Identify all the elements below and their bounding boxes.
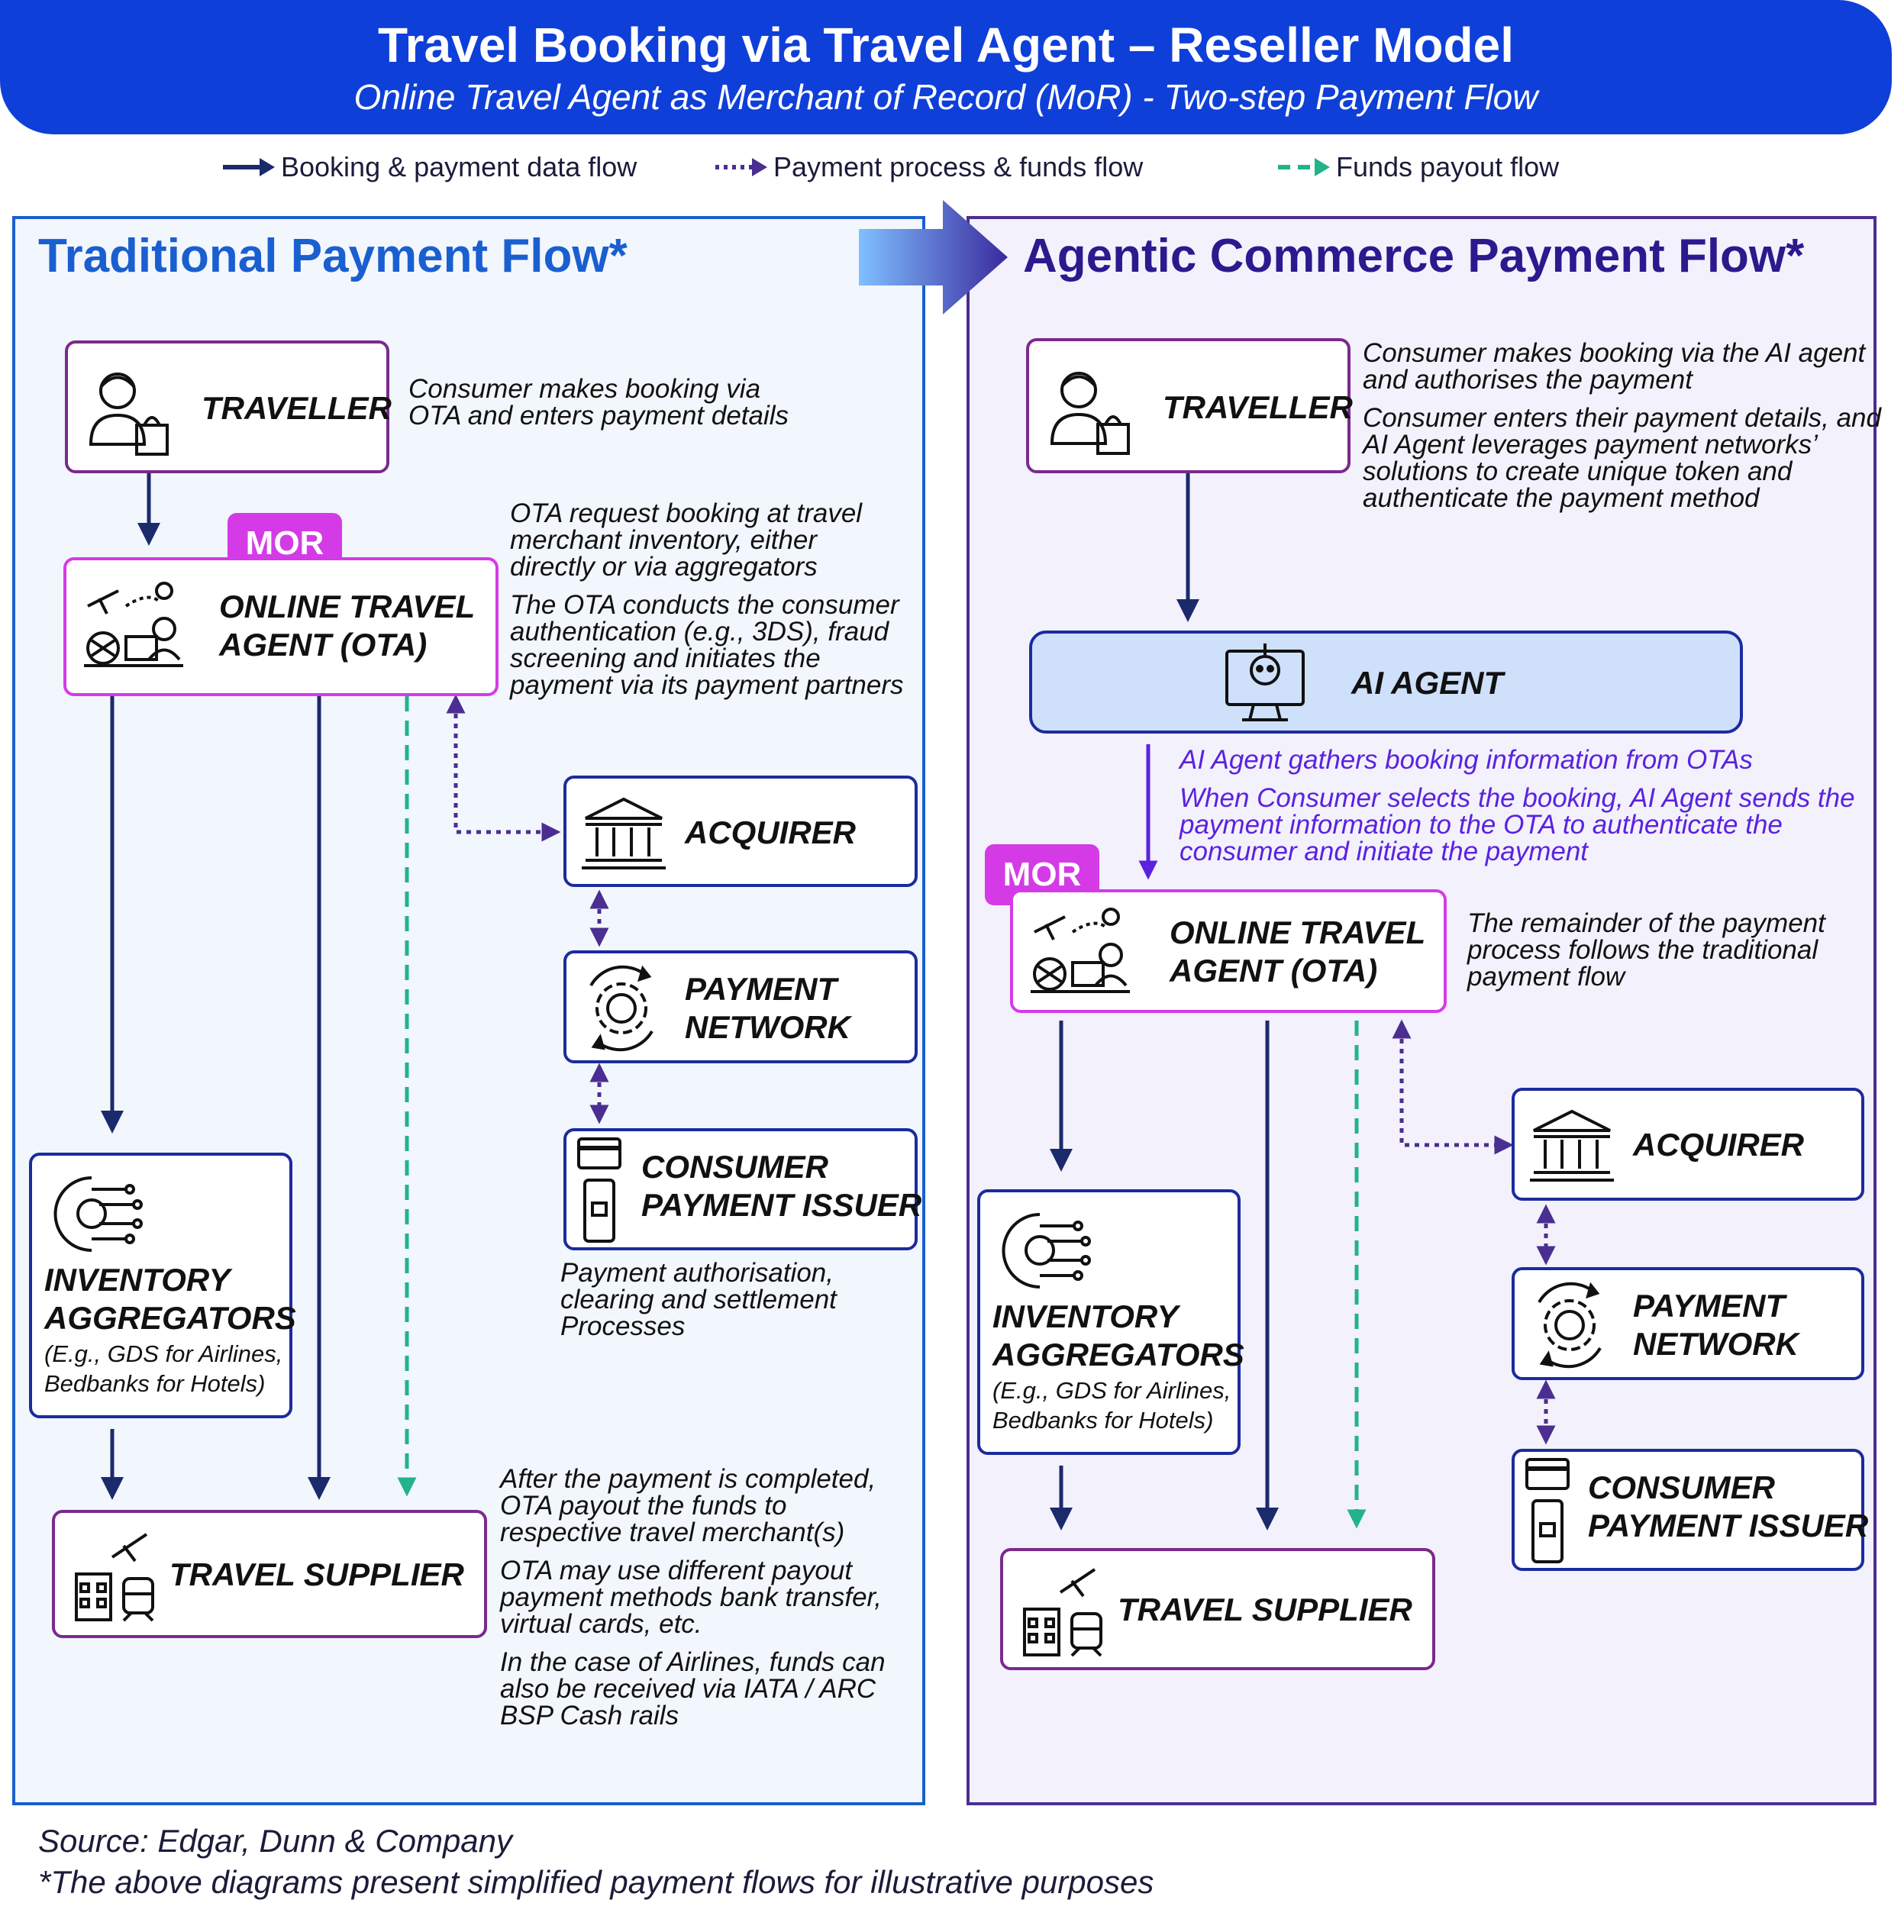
legend-label: Payment process & funds flow (773, 151, 1144, 182)
ota-node: ONLINE TRAVEL AGENT (OTA) (63, 557, 499, 696)
issuer-note: Payment authorisation, clearing and sett… (560, 1258, 837, 1341)
ai-agent-label: AI AGENT (1351, 665, 1504, 701)
traditional-title: Traditional Payment Flow* (38, 230, 628, 282)
issuer-node: CONSUMER PAYMENT ISSUER (1512, 1449, 1868, 1571)
supplier-label: TRAVEL SUPPLIER (169, 1556, 464, 1592)
legend-label: Booking & payment data flow (281, 151, 637, 182)
issuer-label-2: PAYMENT ISSUER (641, 1187, 922, 1223)
aggregators-sub-1: (E.g., GDS for Airlines, (992, 1377, 1231, 1404)
acquirer-label: ACQUIRER (1633, 1127, 1805, 1163)
payment-network-node: PAYMENT NETWORK (1512, 1267, 1864, 1380)
traveller-note-2: Consumer enters their payment details, a… (1363, 403, 1881, 513)
page-subtitle: Online Travel Agent as Merchant of Recor… (353, 77, 1538, 117)
ota-label-2: AGENT (OTA) (1170, 953, 1378, 989)
title-banner: Travel Booking via Travel Agent – Resell… (0, 0, 1892, 134)
page-title: Travel Booking via Travel Agent – Resell… (378, 18, 1514, 73)
aggregators-node: INVENTORY AGGREGATORS (E.g., GDS for Air… (977, 1189, 1244, 1455)
legend-data-flow: Booking & payment data flow (221, 151, 637, 183)
bank-icon (582, 797, 666, 869)
ota-label-1: ONLINE TRAVEL (219, 589, 476, 624)
disclaimer-note: *The above diagrams present simplified p… (38, 1864, 1154, 1900)
aggregators-label-2: AGGREGATORS (992, 1337, 1244, 1372)
arrow-ota-acquirer (446, 694, 561, 842)
supplier-note-1: After the payment is completed, OTA payo… (500, 1464, 876, 1547)
network-gear-icon (1538, 1282, 1602, 1369)
source-note: Source: Edgar, Dunn & Company (38, 1823, 513, 1859)
travel-supplier-icon (1023, 1568, 1102, 1657)
traveller-icon (89, 373, 169, 456)
legend-payout-flow: Funds payout flow (1276, 151, 1559, 183)
ota-note-2: The OTA conducts the consumer authentica… (510, 590, 904, 700)
arrow-ota-acquirer (1392, 1019, 1514, 1155)
solid-arrow-icon (223, 158, 275, 176)
aggregators-sub-2: Bedbanks for Hotels) (992, 1407, 1214, 1434)
ai-agent-node: AI AGENT (1029, 631, 1743, 734)
aggregators-sub-2: Bedbanks for Hotels) (44, 1370, 266, 1397)
acquirer-label: ACQUIRER (685, 814, 857, 850)
aggregators-sub-1: (E.g., GDS for Airlines, (44, 1340, 283, 1367)
aggregator-gear-icon (53, 1176, 143, 1252)
acquirer-node: ACQUIRER (1512, 1088, 1864, 1201)
aggregators-label-1: INVENTORY (992, 1298, 1179, 1334)
supplier-node: TRAVEL SUPPLIER (1000, 1548, 1435, 1670)
traveller-icon (1050, 372, 1130, 455)
agentic-title: Agentic Commerce Payment Flow* (1023, 230, 1805, 282)
supplier-node: TRAVEL SUPPLIER (52, 1510, 487, 1638)
ota-note-1: OTA request booking at travel merchant i… (510, 498, 863, 582)
traveller-node: TRAVELLER (65, 340, 392, 473)
ota-note: The remainder of the payment process fol… (1467, 908, 1825, 992)
ota-label-1: ONLINE TRAVEL (1170, 914, 1426, 950)
acquirer-node: ACQUIRER (563, 776, 918, 887)
dotted-arrow-icon (715, 158, 767, 176)
ai-note-1: AI Agent gathers booking information fro… (1180, 745, 1753, 775)
aggregators-label-2: AGGREGATORS (44, 1300, 296, 1336)
traveller-label: TRAVELLER (202, 390, 392, 426)
network-label-1: PAYMENT (685, 971, 837, 1007)
network-gear-icon (589, 965, 653, 1052)
supplier-note-2: OTA may use different payout payment met… (500, 1556, 882, 1639)
card-phone-icon (577, 1137, 621, 1243)
supplier-note-3: In the case of Airlines, funds can also … (500, 1647, 886, 1730)
traveller-node: TRAVELLER (1026, 338, 1353, 473)
ai-robot-icon (1225, 643, 1305, 721)
ota-label-2: AGENT (OTA) (219, 627, 428, 663)
ota-node: ONLINE TRAVEL AGENT (OTA) (1010, 889, 1447, 1013)
traveller-label: TRAVELLER (1163, 389, 1353, 425)
transition-arrow-icon (859, 200, 1008, 314)
bank-icon (1530, 1109, 1614, 1182)
payment-network-node: PAYMENT NETWORK (563, 950, 918, 1063)
network-label-2: NETWORK (685, 1009, 850, 1045)
traveller-note: Consumer makes booking via OTA and enter… (408, 374, 789, 431)
legend-payment-flow: Payment process & funds flow (714, 151, 1143, 183)
aggregators-label-1: INVENTORY (44, 1262, 231, 1298)
issuer-label-2: PAYMENT ISSUER (1588, 1508, 1869, 1543)
aggregators-node: INVENTORY AGGREGATORS (E.g., GDS for Air… (29, 1153, 296, 1418)
card-phone-icon (1525, 1458, 1570, 1563)
supplier-label: TRAVEL SUPPLIER (1118, 1592, 1412, 1627)
ota-icon (1031, 908, 1130, 993)
travel-supplier-icon (75, 1533, 154, 1622)
issuer-label-1: CONSUMER (1588, 1469, 1776, 1505)
traveller-note-1: Consumer makes booking via the AI agent … (1363, 338, 1866, 395)
ota-icon (84, 582, 183, 667)
aggregator-gear-icon (1002, 1213, 1091, 1289)
issuer-label-1: CONSUMER (641, 1149, 829, 1185)
issuer-node: CONSUMER PAYMENT ISSUER (563, 1128, 922, 1250)
dashed-arrow-icon (1278, 158, 1330, 176)
network-label-2: NETWORK (1633, 1326, 1799, 1362)
legend-label: Funds payout flow (1336, 151, 1560, 182)
ai-note-2: When Consumer selects the booking, AI Ag… (1180, 783, 1855, 866)
network-label-1: PAYMENT (1633, 1288, 1786, 1324)
